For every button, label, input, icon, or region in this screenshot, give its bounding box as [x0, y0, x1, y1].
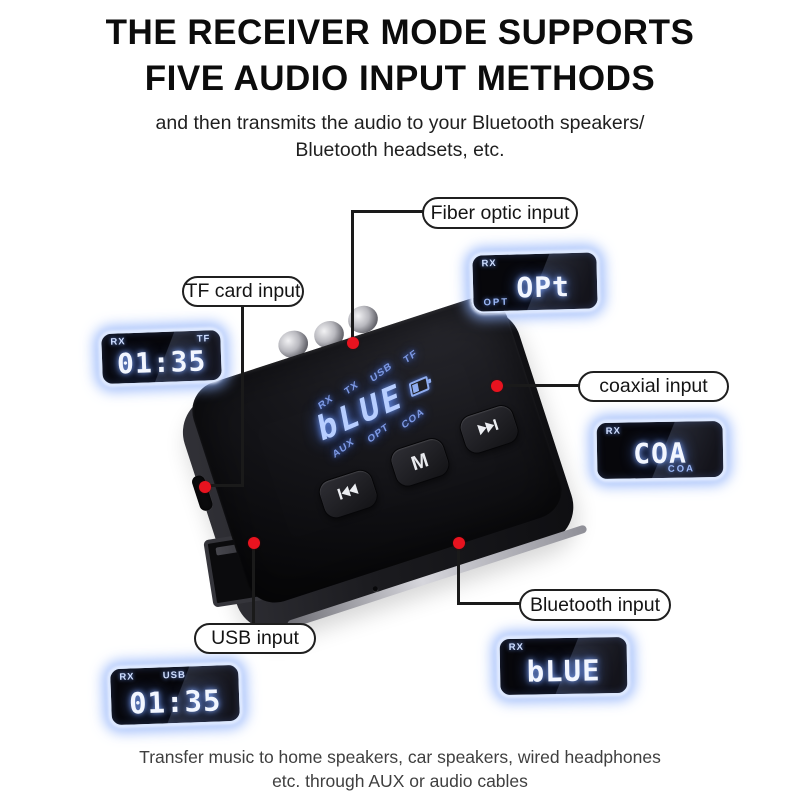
tf-callout-line	[204, 484, 244, 487]
callout-text: Bluetooth input	[529, 593, 661, 616]
rx-mode-label: RX	[110, 336, 126, 348]
footer-line-2: etc. through AUX or audio cables	[272, 771, 528, 791]
callout-text: USB input	[211, 627, 299, 649]
callout-label-tf-card: TF card input	[182, 276, 304, 307]
usb-source-label: USB	[162, 669, 187, 682]
fiber-marker-dot-icon	[347, 337, 359, 349]
fiber-callout-line	[351, 210, 354, 344]
opt-source-label: OPT	[483, 296, 510, 309]
rx-mode-label: RX	[481, 257, 497, 270]
led-value: 01:35	[116, 344, 207, 381]
mode-button-label: M	[408, 448, 432, 475]
coa-source-label: COA	[667, 463, 696, 475]
bluetooth-marker-dot-icon	[453, 537, 465, 549]
mini-display-usb: RX USB 01:35	[107, 662, 243, 728]
coaxial-callout-line	[497, 384, 580, 387]
tf-callout-line	[241, 302, 244, 486]
page-title-line-1: THE RECEIVER MODE SUPPORTS	[105, 13, 695, 52]
bluetooth-receiver-device: RX TX USB TF bLUE AUX OPT COA M	[173, 289, 588, 641]
led-value: COA	[632, 436, 688, 471]
rx-mode-label: RX	[605, 425, 621, 437]
callout-text: coaxial input	[599, 375, 708, 397]
bluetooth-callout-line	[457, 543, 460, 605]
tf-label: TF	[402, 347, 420, 366]
coaxial-marker-dot-icon	[491, 380, 503, 392]
subtitle-line-2: Bluetooth headsets, etc.	[295, 139, 505, 161]
rx-mode-label: RX	[508, 641, 524, 653]
led-value: bLUE	[526, 653, 601, 689]
next-track-icon	[476, 417, 502, 441]
battery-icon	[408, 375, 430, 398]
mini-display-optical: RX OPt OPT	[470, 250, 600, 314]
page-title-line-2: FIVE AUDIO INPUT METHODS	[144, 59, 656, 98]
led-value: 01:35	[128, 683, 222, 721]
footer-line-1: Transfer music to home speakers, car spe…	[139, 747, 661, 767]
tf-source-label: TF	[196, 333, 211, 345]
previous-track-icon	[335, 482, 361, 506]
usb-callout-line	[252, 543, 255, 625]
usb-marker-dot-icon	[248, 537, 260, 549]
mini-display-tf-card: RX TF 01:35	[99, 327, 224, 387]
tf-marker-dot-icon	[199, 481, 211, 493]
callout-text: TF card input	[185, 280, 301, 302]
callout-label-bluetooth: Bluetooth input	[519, 589, 671, 621]
bluetooth-callout-line	[457, 602, 521, 605]
next-track-button	[456, 401, 522, 458]
fiber-callout-line	[352, 210, 424, 213]
rx-mode-label: RX	[119, 671, 135, 683]
callout-label-coaxial: coaxial input	[578, 371, 729, 402]
mini-display-bluetooth: RX bLUE	[497, 634, 630, 698]
subtitle-line-1: and then transmits the audio to your Blu…	[155, 112, 645, 134]
mini-display-coaxial: RX COA COA	[594, 418, 726, 482]
callout-label-usb: USB input	[194, 623, 316, 654]
previous-track-button	[315, 466, 382, 522]
callout-text: Fiber optic input	[430, 201, 570, 224]
callout-label-fiber-optic: Fiber optic input	[422, 197, 578, 229]
